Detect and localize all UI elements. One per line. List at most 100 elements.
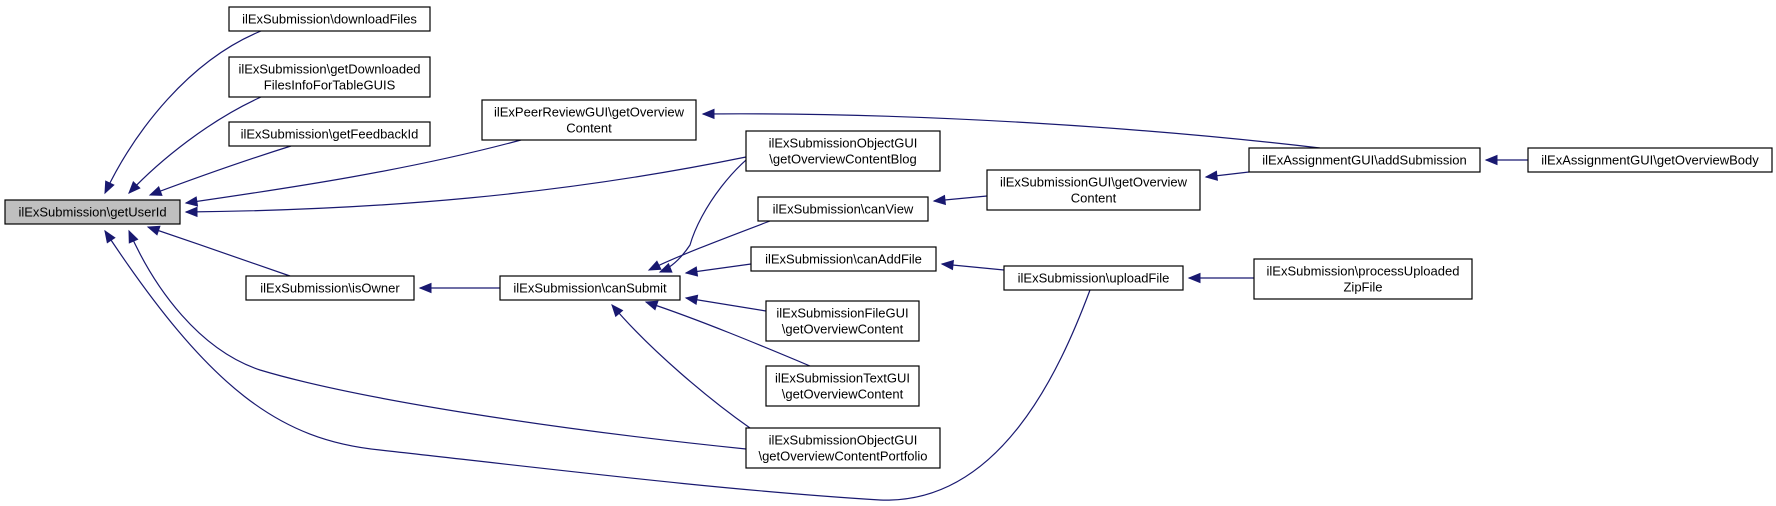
node-label: Content: [1071, 191, 1117, 206]
node-uploadFile[interactable]: ilExSubmission\uploadFile: [1003, 265, 1184, 291]
edge-subGUI-to-canView: [932, 194, 988, 206]
node-getFeedbackId[interactable]: ilExSubmission\getFeedbackId: [228, 121, 431, 147]
edge-line: [185, 139, 522, 204]
node-label: ZipFile: [1343, 280, 1382, 295]
edge-line: [648, 220, 771, 271]
node-label: ilExSubmission\uploadFile: [1018, 271, 1170, 286]
arrowhead: [184, 196, 199, 207]
arrowhead: [701, 108, 715, 120]
nodes: ilExSubmission\getUserId ilExSubmission\d…: [4, 6, 1773, 469]
edge-uploadFile-to-canAddFile: [940, 259, 1005, 271]
edge-getFeedbackId-to-getUserId: [148, 145, 292, 196]
edge-line: [645, 301, 811, 367]
edge-objPortfolio-to-canSubmit: [611, 303, 751, 429]
arrowhead: [418, 282, 432, 294]
edge-uploadFile-to-getUserId: [104, 229, 1091, 501]
node-getDownloaded[interactable]: ilExSubmission\getDownloadedFilesInfoFor…: [228, 56, 431, 98]
edge-textGUI-to-canSubmit: [644, 300, 811, 367]
node-box: [1248, 147, 1481, 173]
node-box: [228, 121, 431, 147]
node-box: [745, 130, 941, 172]
node-objBlog[interactable]: ilExSubmissionObjectGUI\getOverviewConte…: [745, 130, 941, 172]
node-box: [765, 300, 920, 342]
arrowhead: [940, 259, 954, 271]
edge-overviewBody-to-addSubmission: [1484, 154, 1528, 166]
node-box: [1003, 265, 1184, 291]
arrowhead: [647, 260, 662, 271]
node-canView[interactable]: ilExSubmission\canView: [757, 196, 929, 222]
edge-canAddFile-to-canSubmit: [684, 263, 752, 277]
edge-fileGUI-to-canSubmit: [684, 294, 767, 312]
node-textGUI[interactable]: ilExSubmissionTextGUI\getOverviewContent: [765, 365, 920, 407]
edge-peerReview-to-getUserId: [184, 139, 522, 207]
node-label: ilExSubmissionGUI\getOverview: [1000, 175, 1188, 190]
edge-objBlog-to-getUserId: [184, 156, 747, 218]
arrowhead: [146, 225, 161, 236]
edge-getDownloaded-to-getUserId: [128, 96, 262, 194]
arrowhead: [611, 303, 624, 318]
node-downloadFiles[interactable]: ilExSubmission\downloadFiles: [228, 6, 431, 32]
node-label: ilExSubmission\getDownloaded: [238, 62, 420, 77]
edge-objPortfolio-to-getUserId: [128, 229, 747, 450]
node-canSubmit[interactable]: ilExSubmission\canSubmit: [499, 275, 681, 301]
edge-canSubmit-to-isOwner: [418, 282, 500, 294]
edge-line: [147, 226, 291, 277]
edges: [104, 30, 1528, 501]
edge-line: [104, 30, 262, 194]
edge-line: [185, 156, 747, 213]
arrowhead: [104, 180, 115, 195]
node-label: ilExSubmissionFileGUI: [776, 306, 908, 321]
arrowhead: [1187, 272, 1201, 284]
arrowhead: [184, 206, 198, 218]
node-label: ilExPeerReviewGUI\getOverview: [494, 105, 685, 120]
edge-line: [104, 230, 1091, 501]
node-box: [228, 56, 431, 98]
node-label: ilExSubmission\canAddFile: [765, 252, 922, 267]
node-label: ilExSubmission\canView: [773, 202, 914, 217]
edge-line: [149, 145, 292, 196]
node-objPortfolio[interactable]: ilExSubmissionObjectGUI\getOverviewConte…: [745, 427, 941, 469]
node-canAddFile[interactable]: ilExSubmission\canAddFile: [750, 246, 937, 272]
node-label: ilExSubmission\processUploaded: [1267, 264, 1460, 279]
node-label: \getOverviewContent: [782, 387, 904, 402]
arrowhead: [658, 262, 673, 273]
node-box: [245, 275, 415, 301]
node-label: ilExAssignmentGUI\addSubmission: [1262, 153, 1466, 168]
edge-addSubmission-to-peerReview: [701, 108, 1321, 149]
edge-line: [128, 96, 262, 194]
edge-processZip-to-uploadFile: [1187, 272, 1254, 284]
node-label: ilExSubmissionObjectGUI: [769, 136, 918, 151]
node-label: ilExSubmission\downloadFiles: [242, 12, 417, 27]
node-label: ilExSubmission\getFeedbackId: [241, 127, 419, 142]
node-label: FilesInfoForTableGUIS: [264, 78, 396, 93]
node-subGUI[interactable]: ilExSubmissionGUI\getOverviewContent: [986, 169, 1201, 211]
node-label: ilExSubmission\getUserId: [18, 205, 166, 220]
node-peerReview[interactable]: ilExPeerReviewGUI\getOverviewContent: [481, 99, 697, 141]
node-box: [986, 169, 1201, 211]
edge-line: [128, 230, 747, 450]
arrowhead: [1484, 154, 1498, 166]
node-box: [757, 196, 929, 222]
edge-line: [702, 113, 1321, 149]
node-isOwner[interactable]: ilExSubmission\isOwner: [245, 275, 415, 301]
node-overviewBody[interactable]: ilExAssignmentGUI\getOverviewBody: [1527, 147, 1773, 173]
node-box: [228, 6, 431, 32]
node-box: [481, 99, 697, 141]
arrowhead: [148, 186, 163, 196]
edge-line: [685, 297, 767, 312]
arrowhead: [128, 229, 139, 244]
node-label: ilExSubmission\isOwner: [260, 281, 400, 296]
edge-line: [611, 304, 751, 429]
edge-isOwner-to-getUserId: [146, 225, 291, 277]
node-addSubmission[interactable]: ilExAssignmentGUI\addSubmission: [1248, 147, 1481, 173]
node-box: [750, 246, 937, 272]
node-fileGUI[interactable]: ilExSubmissionFileGUI\getOverviewContent: [765, 300, 920, 342]
arrowhead: [932, 194, 946, 206]
node-box: [499, 275, 681, 301]
node-box: [745, 427, 941, 469]
node-box: [4, 199, 181, 225]
node-label: ilExSubmissionTextGUI: [775, 371, 910, 386]
node-getUserId[interactable]: ilExSubmission\getUserId: [4, 199, 181, 225]
